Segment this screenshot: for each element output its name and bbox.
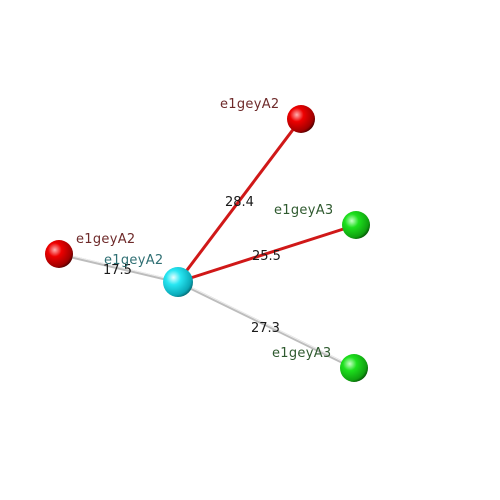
bond-center-left-shine — [58, 252, 179, 282]
node-label-right: e1geyA3 — [274, 203, 333, 218]
node-center-sphere[interactable] — [163, 267, 193, 297]
node-top-sphere[interactable] — [287, 105, 315, 133]
node-label-left: e1geyA2 — [76, 232, 135, 247]
bond-center-bottom-shine — [177, 280, 355, 368]
edge-label-right: 25.5 — [252, 249, 281, 264]
bond-center-bottom — [177, 280, 355, 370]
node-label-top: e1geyA2 — [220, 97, 279, 112]
edge-label-left: 17.5 — [103, 263, 132, 278]
node-right-sphere[interactable] — [342, 211, 370, 239]
edge-label-bottom: 27.3 — [251, 321, 280, 336]
node-label-center: e1geyA2 — [104, 253, 163, 268]
node-bottom-sphere[interactable] — [340, 354, 368, 382]
bond-center-right — [177, 223, 357, 284]
edge-label-top: 28.4 — [225, 195, 254, 210]
bond-center-top — [176, 118, 303, 283]
node-label-bottom: e1geyA3 — [272, 346, 331, 361]
bond-center-left — [58, 252, 179, 284]
node-left-sphere[interactable] — [45, 240, 73, 268]
